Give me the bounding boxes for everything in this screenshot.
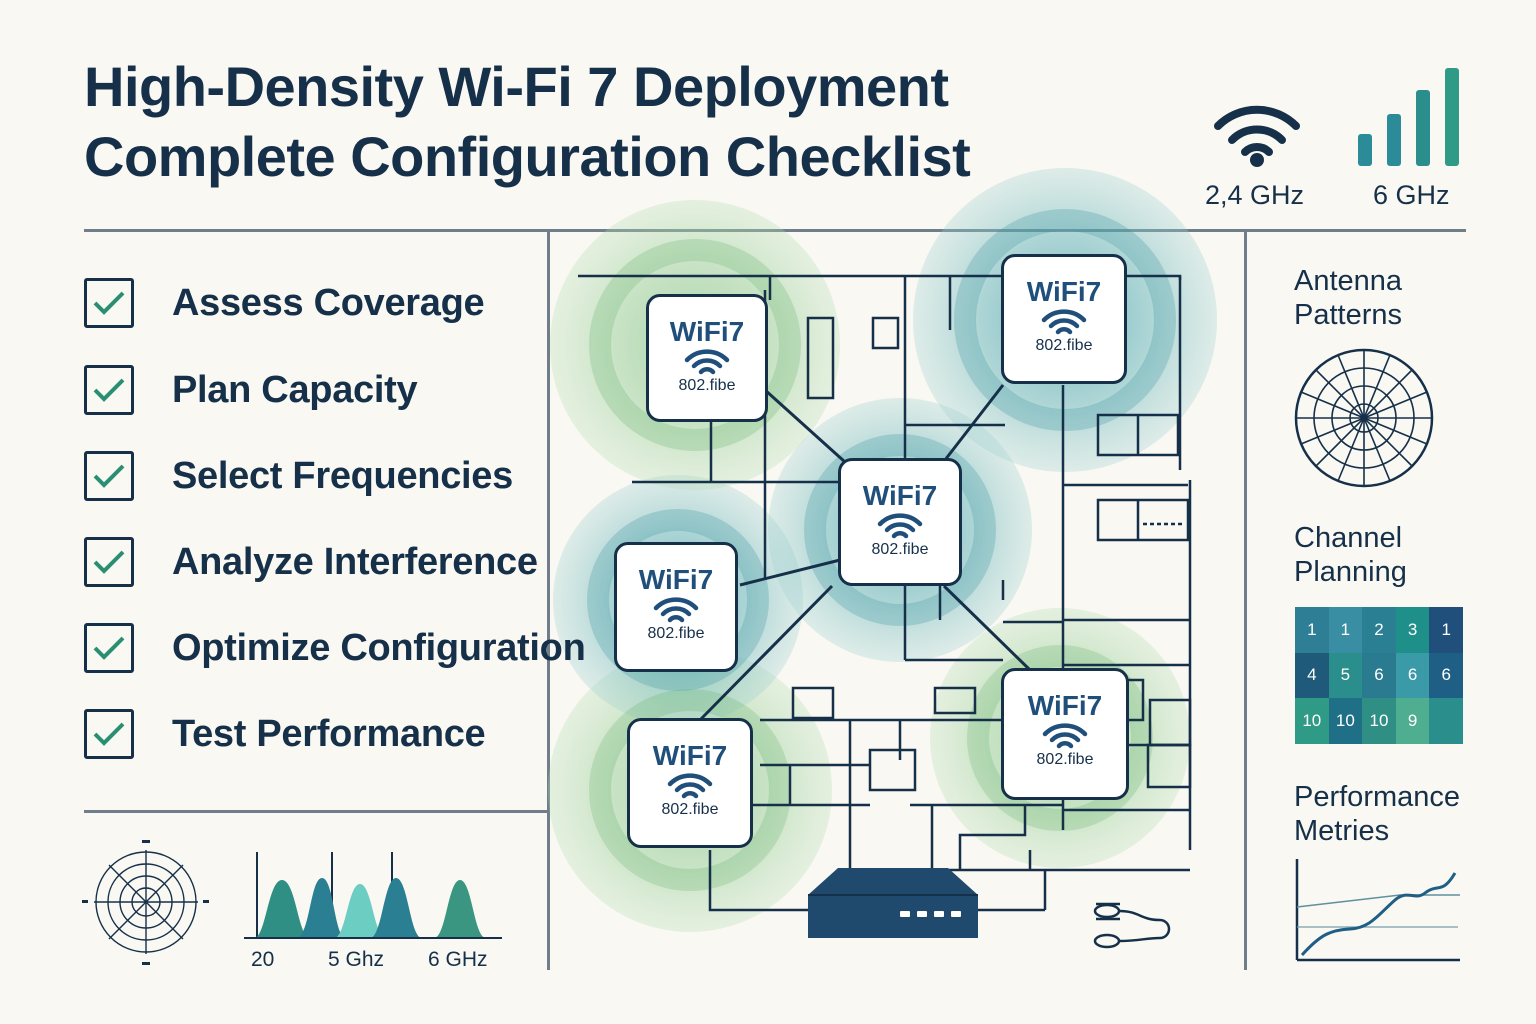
- checklist-item-label: Optimize Configuration: [172, 626, 586, 669]
- antenna-pattern-icon: [1294, 348, 1434, 488]
- ap-name: WiFi7: [1026, 276, 1102, 307]
- channel-cell: 4: [1295, 652, 1329, 699]
- channel-cell: 1: [1295, 607, 1329, 653]
- title-line-1: High-Density Wi-Fi 7 Deployment: [84, 55, 949, 118]
- channel-cell: 6: [1362, 652, 1396, 699]
- checkbox[interactable]: [84, 365, 134, 415]
- ap-name: WiFi7: [638, 564, 714, 595]
- checkbox[interactable]: [84, 709, 134, 759]
- polar-pattern-icon: [82, 840, 209, 965]
- checklist-item[interactable]: Select Frequencies: [84, 448, 513, 504]
- wifi-icon: [667, 773, 713, 799]
- checklist-item-label: Select Frequencies: [172, 454, 513, 497]
- wifi-icon: [1042, 723, 1088, 749]
- ap-standard: 802.fibe: [678, 377, 736, 394]
- antenna-patterns-title: Antenna Patterns: [1294, 265, 1403, 331]
- ap-name: WiFi7: [669, 316, 745, 347]
- signal-bars-icon: [1358, 68, 1459, 166]
- checkmark-icon: [93, 722, 125, 746]
- checklist-item-label: Analyze Interference: [172, 540, 538, 583]
- channel-cell: 3: [1395, 607, 1430, 653]
- ap-standard: 802.fibe: [661, 801, 719, 818]
- checklist-item[interactable]: Plan Capacity: [84, 362, 418, 418]
- channel-cell: 10: [1328, 698, 1363, 744]
- title-line-2: Complete Configuration Checklist: [84, 125, 971, 188]
- channel-planning-title: Channel Planning: [1294, 522, 1407, 588]
- spectrum-label: 20: [251, 948, 275, 971]
- ap-name: WiFi7: [1027, 690, 1103, 721]
- ap-standard: 802.fibe: [1035, 337, 1093, 354]
- wifi-icon: [684, 349, 730, 375]
- cable-icon: [1093, 902, 1171, 949]
- checkmark-icon: [93, 550, 125, 574]
- band-label-right: 6 GHz: [1373, 180, 1450, 210]
- checkmark-icon: [93, 378, 125, 402]
- checklist-item[interactable]: Optimize Configuration: [84, 620, 586, 676]
- channel-cell: 5: [1328, 652, 1363, 699]
- access-point-5[interactable]: WiFi7 802.fibe: [627, 718, 753, 848]
- checklist-item[interactable]: Assess Coverage: [84, 275, 485, 331]
- left-vertical-rule: [547, 232, 550, 970]
- channel-cell: 9: [1395, 698, 1430, 744]
- access-point-1[interactable]: WiFi7 802.fibe: [646, 294, 768, 422]
- checkbox[interactable]: [84, 278, 134, 328]
- right-vertical-rule: [1244, 232, 1247, 970]
- ap-name: WiFi7: [862, 480, 938, 511]
- channel-cell: 10: [1362, 698, 1396, 744]
- checkmark-icon: [93, 464, 125, 488]
- ap-standard: 802.fibe: [1036, 751, 1094, 768]
- wifi-icon: [1214, 105, 1300, 167]
- checklist-bottom-rule: [84, 810, 547, 813]
- wifi-icon: [877, 513, 923, 539]
- performance-chart: [1295, 859, 1460, 962]
- band-label-left: 2,4 GHz: [1205, 180, 1305, 210]
- performance-metrics-title: Performance Metries: [1294, 781, 1461, 847]
- spectrum-chart: [244, 852, 502, 939]
- checkmark-icon: [93, 636, 125, 660]
- checklist-item-label: Plan Capacity: [172, 368, 418, 411]
- channel-grid: 1 1 2 3 1 4 5 6 6 6 10 10 10 9: [1295, 607, 1463, 744]
- spectrum-peak: [334, 884, 386, 938]
- spectrum-peak: [434, 880, 486, 938]
- page-title: High-Density Wi-Fi 7 Deployment Complete…: [84, 52, 971, 192]
- access-point-3[interactable]: WiFi7 802.fibe: [838, 458, 962, 586]
- channel-cell: 6: [1395, 652, 1430, 699]
- wifi-icon: [1041, 309, 1087, 335]
- ap-standard: 802.fibe: [871, 541, 929, 558]
- channel-cell: 1: [1429, 607, 1463, 653]
- checkbox[interactable]: [84, 623, 134, 673]
- channel-cell: 6: [1429, 652, 1463, 699]
- ap-name: WiFi7: [652, 740, 728, 771]
- spectrum-peak: [370, 878, 422, 938]
- wifi-icon: [653, 597, 699, 623]
- spectrum-label: 5 Ghz: [328, 948, 385, 971]
- checklist-item[interactable]: Test Performance: [84, 706, 486, 762]
- access-point-6[interactable]: WiFi7 802.fibe: [1001, 668, 1129, 800]
- channel-cell: 1: [1328, 607, 1363, 653]
- checkmark-icon: [93, 291, 125, 315]
- checklist-item[interactable]: Analyze Interference: [84, 534, 538, 590]
- spectrum-peak: [254, 880, 310, 938]
- channel-cell: 10: [1295, 698, 1329, 744]
- channel-cell: 2: [1362, 607, 1396, 653]
- checklist-item-label: Test Performance: [172, 712, 486, 755]
- checklist-item-label: Assess Coverage: [172, 281, 485, 324]
- spectrum-label: 6 GHz: [428, 948, 488, 971]
- checkbox[interactable]: [84, 451, 134, 501]
- checkbox[interactable]: [84, 537, 134, 587]
- access-point-2[interactable]: WiFi7 802.fibe: [1001, 254, 1127, 384]
- ap-standard: 802.fibe: [647, 625, 705, 642]
- access-point-4[interactable]: WiFi7 802.fibe: [614, 542, 738, 672]
- router-icon: [808, 868, 978, 938]
- channel-cell: [1429, 698, 1463, 744]
- spectrum-peak: [296, 878, 346, 938]
